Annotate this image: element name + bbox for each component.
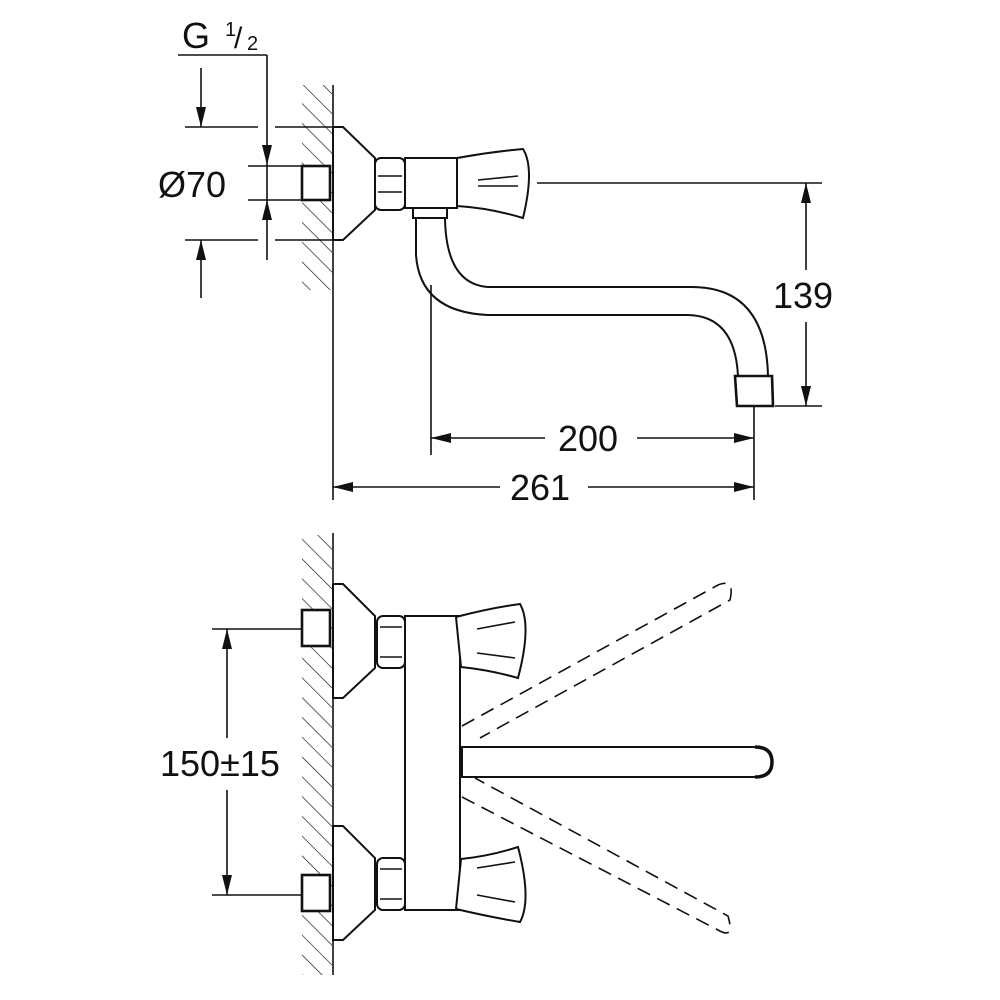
- inlet-connector: [300, 164, 332, 202]
- spout: [415, 217, 770, 377]
- spout-nut: [412, 207, 448, 219]
- side-view: G 1 / 2 Ø70 139 200: [158, 15, 833, 508]
- handle: [456, 147, 530, 220]
- spout-swivel-up: [461, 582, 732, 739]
- lower-inlet: [300, 873, 332, 913]
- mixer-body: [404, 615, 461, 911]
- upper-inlet: [300, 608, 332, 648]
- thread-fraction-den: 2: [247, 33, 258, 55]
- aerator: [733, 374, 775, 408]
- spout-swivel-down: [461, 777, 731, 934]
- total-projection: 261: [510, 467, 570, 508]
- lower-handle: [454, 845, 527, 924]
- centre-distance: 150±15: [160, 743, 280, 784]
- upper-flange: [332, 583, 376, 699]
- spout-height: 139: [773, 275, 833, 316]
- upper-hex-nut: [376, 615, 406, 669]
- lower-flange: [332, 825, 376, 941]
- spout-front: [461, 746, 774, 778]
- upper-handle: [454, 602, 527, 680]
- thread-fraction-num: 1: [225, 19, 236, 41]
- flange-diameter: Ø70: [158, 164, 226, 205]
- spout-reach: 200: [558, 418, 618, 459]
- valve-body: [404, 157, 458, 209]
- front-view: 150±15: [160, 533, 774, 975]
- hex-nut: [374, 157, 406, 211]
- flange: [332, 126, 376, 241]
- thread-fraction-sep: /: [234, 22, 243, 55]
- lower-hex-nut: [376, 857, 406, 911]
- thread-label: G: [182, 15, 210, 56]
